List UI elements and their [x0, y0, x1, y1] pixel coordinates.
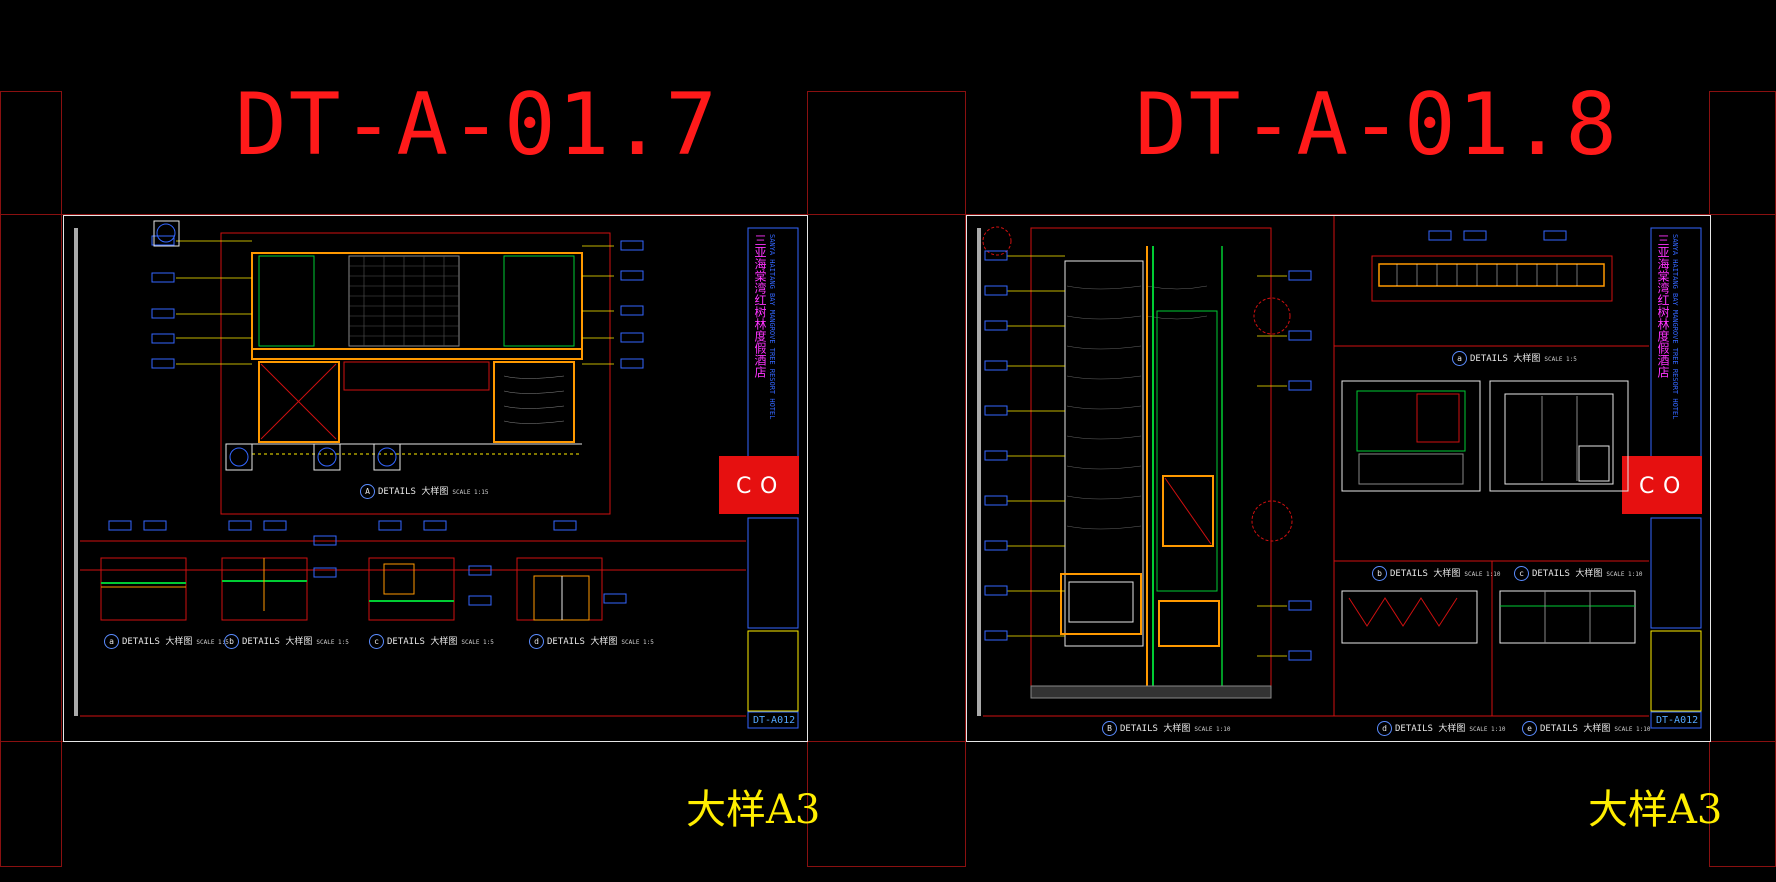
outer-frame-mid [807, 91, 966, 867]
sheet-number-1: DT-A012 [753, 715, 796, 726]
sheet-number-2: DT-A012 [1656, 715, 1699, 726]
drawing-sheet-2[interactable]: C O [966, 215, 1711, 742]
project-name-en-1: SANYA HAITANG BAY MANGROVE TREE RESORT H… [768, 234, 776, 420]
project-name-en-2: SANYA HAITANG BAY MANGROVE TREE RESORT H… [1671, 234, 1679, 420]
guide-line-top [0, 214, 1776, 215]
scale-label-1: 大样A3 [686, 787, 821, 833]
project-name-cn-1: 三亚海棠湾红树林度假酒店 [753, 234, 767, 378]
outer-frame-left [0, 91, 62, 867]
outer-frame-right [1709, 91, 1776, 867]
guide-line-bottom [0, 741, 1776, 742]
project-name-cn-2: 三亚海棠湾红树林度假酒店 [1656, 234, 1670, 378]
svg-text:O: O [760, 474, 777, 499]
svg-text:C: C [736, 474, 751, 499]
svg-text:O: O [1663, 474, 1680, 499]
sheet-1-drawing: C O [74, 220, 799, 729]
drawing-sheet-1[interactable]: C O [63, 215, 808, 742]
svg-text:C: C [1639, 474, 1654, 499]
sheet-title-2: DT-A-01.8 [1135, 75, 1619, 175]
sheet-2-drawing: C O [977, 216, 1702, 729]
sheet-title-1: DT-A-01.7 [235, 75, 719, 175]
scale-label-2: 大样A3 [1588, 787, 1723, 833]
